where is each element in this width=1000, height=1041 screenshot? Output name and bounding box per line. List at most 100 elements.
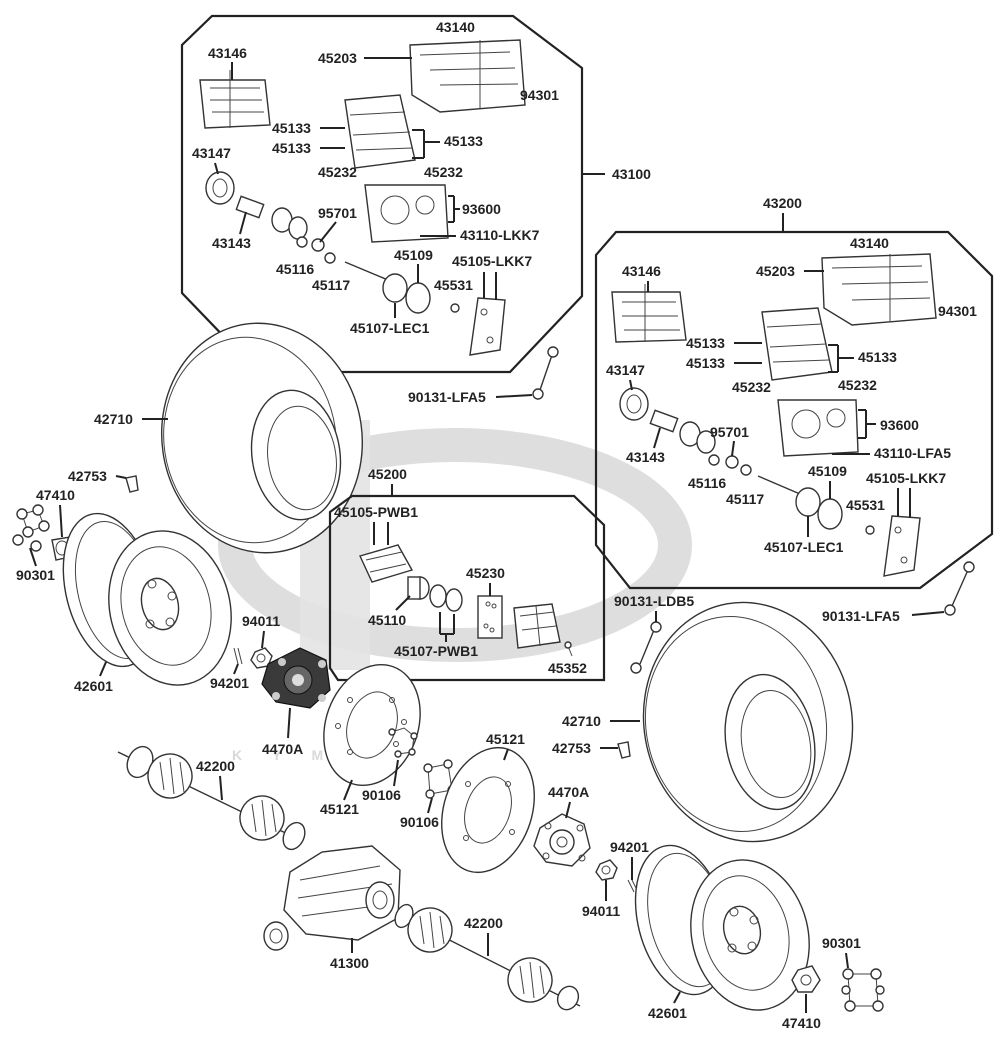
label-47410-a: 47410 (36, 487, 75, 503)
washer-95701-b (725, 455, 739, 469)
label-45200: 45200 (368, 466, 407, 482)
label-43143-b: 43143 (626, 449, 665, 465)
label-45531-b: 45531 (846, 497, 885, 513)
ring-45116 (296, 236, 308, 248)
label-45105: 45105-LKK7 (452, 253, 532, 269)
label-42200-a: 42200 (196, 758, 235, 774)
caliper-body-43140 (409, 39, 526, 113)
label-42601-b: 42601 (648, 1005, 687, 1021)
label-94301-b: 94301 (938, 303, 977, 319)
label-45116-b: 45116 (688, 475, 726, 491)
label-90106-b: 90106 (400, 814, 439, 830)
label-45121-b: 45121 (486, 731, 525, 747)
lug-nut-set-90301-right (841, 968, 885, 1012)
bolt-90131-ldb5 (630, 621, 662, 674)
cap-47410-right (791, 965, 821, 993)
label-4470A-b: 4470A (548, 784, 589, 800)
label-90106-a: 90106 (362, 787, 401, 803)
label-45121-a: 45121 (320, 801, 359, 817)
label-45232-d: 45232 (838, 377, 877, 393)
label-45117-b: 45117 (726, 491, 764, 507)
label-42753-b: 42753 (552, 740, 591, 756)
label-45133-d: 45133 (686, 335, 725, 351)
label-45230: 45230 (466, 565, 505, 581)
label-93600-b: 93600 (880, 417, 919, 433)
label-45133-c: 45133 (272, 140, 311, 156)
master-cylinder-93600-b (777, 399, 859, 457)
label-45107: 45107-LEC1 (350, 320, 430, 336)
caliper-piston-housing (344, 94, 416, 169)
label-90301-a: 90301 (16, 567, 55, 583)
label-94011-b: 94011 (582, 903, 620, 919)
pin-43143 (235, 195, 265, 219)
label-90301-b: 90301 (822, 935, 861, 951)
label-90131-lfa5-b: 90131-LFA5 (822, 608, 900, 624)
label-45133-f: 45133 (686, 355, 725, 371)
bolt-90131-upper (532, 346, 559, 400)
ring-45117-b (740, 464, 752, 476)
label-45133-b: 45133 (444, 133, 483, 149)
caliper-bracket-43146-b (611, 284, 687, 343)
label-43140: 43140 (436, 19, 475, 35)
label-93600: 93600 (462, 201, 501, 217)
valve-42753-lower (617, 741, 631, 759)
label-42710-a: 42710 (94, 411, 133, 427)
label-43143: 43143 (212, 235, 251, 251)
pad-spring-45105-pwb1 (359, 544, 414, 583)
label-45117: 45117 (312, 277, 350, 293)
label-45232-a: 45232 (318, 164, 357, 180)
lug-nut-set-90301-left (12, 504, 50, 552)
label-43110: 43110-LKK7 (460, 227, 540, 243)
label-94301: 94301 (520, 87, 559, 103)
master-cylinder-93600 (364, 184, 449, 243)
label-94201-a: 94201 (210, 675, 249, 691)
label-45232-c: 45232 (732, 379, 771, 395)
boot-95701-b (679, 421, 716, 454)
nut-94011-left (250, 647, 273, 669)
caliper-bracket-43146 (199, 70, 271, 129)
pin-43143-b (649, 409, 679, 433)
label-45109: 45109 (394, 247, 433, 263)
nut-94011-right (595, 859, 618, 881)
bolts-90106-left (388, 727, 418, 758)
bleeder-45531-b (865, 525, 875, 535)
label-43146-b: 43146 (622, 263, 661, 279)
label-43147-b: 43147 (606, 362, 645, 378)
brake-pad-45105 (469, 297, 506, 356)
label-47410-b: 47410 (782, 1015, 821, 1031)
brake-disc-45121-right (441, 746, 535, 874)
pin-94201-left (233, 647, 243, 665)
label-43100: 43100 (612, 166, 651, 182)
screw-45352 (564, 641, 573, 657)
label-90131-ldb5: 90131-LDB5 (614, 593, 694, 609)
label-45105-b: 45105-LKK7 (866, 470, 946, 486)
label-45133-e: 45133 (858, 349, 897, 365)
seal-45107-pwb1 (429, 584, 463, 612)
boot-95701 (271, 207, 308, 240)
rod-45117 (344, 261, 389, 281)
differential-41300 (263, 845, 401, 951)
label-43146: 43146 (208, 45, 247, 61)
group-43200: 43200 (594, 195, 994, 590)
label-43110-b: 43110-LFA5 (874, 445, 951, 461)
label-45203: 45203 (318, 50, 357, 66)
label-45531: 45531 (434, 277, 473, 293)
reservoir-45107 (382, 273, 431, 314)
label-94011-a: 94011 (242, 613, 280, 629)
label-42753-a: 42753 (68, 468, 107, 484)
label-45107-b: 45107-LEC1 (764, 539, 844, 555)
reservoir-45107-b (795, 487, 843, 530)
label-45203-b: 45203 (756, 263, 795, 279)
rod-45117-b (757, 475, 801, 495)
label-45110: 45110 (368, 612, 406, 628)
ring-45116-b (708, 454, 720, 466)
valve-42753-upper (125, 475, 139, 493)
label-42200-b: 42200 (464, 915, 503, 931)
label-95701: 95701 (318, 205, 357, 221)
label-94201-b: 94201 (610, 839, 649, 855)
seal-kit-45230 (477, 595, 503, 639)
label-41300: 41300 (330, 955, 369, 971)
label-45107-pwb1: 45107-PWB1 (394, 643, 478, 659)
label-43147: 43147 (192, 145, 231, 161)
